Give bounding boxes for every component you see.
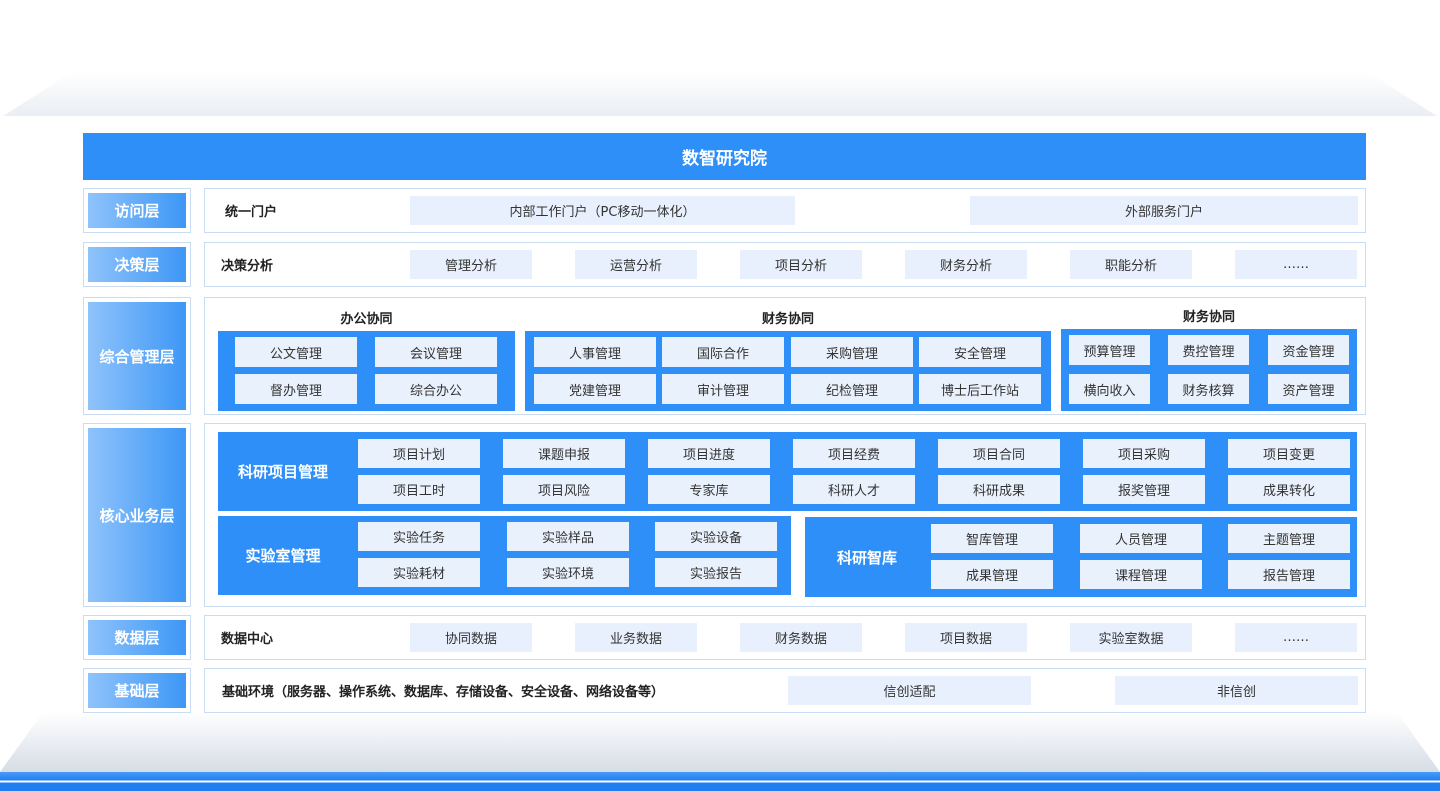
base-heading: 基础环境（服务器、操作系统、数据库、存储设备、安全设备、网络设备等）	[222, 685, 665, 700]
project-item: 科研人才	[793, 475, 915, 504]
project-item: 成果转化	[1228, 475, 1350, 504]
data-heading: 数据中心	[221, 632, 274, 647]
group-title-office: 办公协同	[340, 311, 393, 327]
project-item: 项目变更	[1228, 439, 1350, 468]
think-tank-item: 主题管理	[1228, 524, 1350, 553]
finance-item: 横向收入	[1069, 374, 1150, 404]
office-item: 综合办公	[375, 374, 497, 404]
think-tank-item: 人员管理	[1080, 524, 1202, 553]
core-layer-panel: 科研项目管理 项目计划 课题申报 项目进度 项目经费 项目合同 项目采购 项目变…	[204, 423, 1366, 607]
research-project-title: 科研项目管理	[237, 463, 328, 481]
lab-item: 实验耗材	[358, 558, 480, 587]
data-item: 实验室数据	[1070, 623, 1192, 652]
data-item: 项目数据	[905, 623, 1027, 652]
think-tank-item: 智库管理	[931, 524, 1053, 553]
office-item: 督办管理	[235, 374, 357, 404]
lab-item: 实验样品	[507, 522, 629, 551]
data-item: 财务数据	[740, 623, 862, 652]
think-tank-item: 成果管理	[931, 560, 1053, 589]
project-item: 报奖管理	[1083, 475, 1205, 504]
layer-label-access: 访问层	[83, 188, 191, 233]
decision-item: ……	[1235, 250, 1357, 279]
finance-item: 资金管理	[1268, 335, 1349, 365]
lab-item: 实验报告	[655, 558, 777, 587]
finance-collab-group-block: 人事管理 国际合作 采购管理 安全管理 党建管理 审计管理 纪检管理 博士后工作…	[525, 331, 1051, 411]
office-item: 会议管理	[375, 337, 497, 367]
access-item: 外部服务门户	[970, 196, 1358, 225]
access-item: 内部工作门户（PC移动一体化）	[410, 196, 795, 225]
data-item: 业务数据	[575, 623, 697, 652]
layer-label-text: 访问层	[88, 193, 186, 228]
layer-label-data: 数据层	[83, 615, 191, 660]
finance-collab-item: 人事管理	[534, 337, 656, 367]
data-item: ……	[1235, 623, 1357, 652]
finance-collab-item: 采购管理	[791, 337, 913, 367]
layer-label-base: 基础层	[83, 668, 191, 713]
access-layer-panel: 统一门户 内部工作门户（PC移动一体化） 外部服务门户	[204, 188, 1366, 233]
research-project-block: 科研项目管理 项目计划 课题申报 项目进度 项目经费 项目合同 项目采购 项目变…	[218, 432, 1357, 511]
management-layer-panel: 办公协同 公文管理 会议管理 督办管理 综合办公 财务协同 人事管理 国际合作 …	[204, 297, 1366, 415]
lab-item: 实验环境	[507, 558, 629, 587]
project-item: 项目合同	[938, 439, 1060, 468]
project-item: 项目经费	[793, 439, 915, 468]
office-group-block: 公文管理 会议管理 督办管理 综合办公	[218, 331, 515, 411]
decision-item: 职能分析	[1070, 250, 1192, 279]
decision-item: 管理分析	[410, 250, 532, 279]
diagram-title: 数智研究院	[83, 133, 1366, 180]
stage-top-edge	[0, 72, 1440, 118]
data-layer-panel: 数据中心 协同数据 业务数据 财务数据 项目数据 实验室数据 ……	[204, 615, 1366, 660]
layer-label-text: 核心业务层	[88, 428, 186, 602]
finance-group-block: 预算管理 费控管理 资金管理 横向收入 财务核算 资产管理	[1061, 329, 1357, 411]
project-item: 项目风险	[503, 475, 625, 504]
layer-label-management: 综合管理层	[83, 297, 191, 415]
finance-collab-item: 国际合作	[662, 337, 784, 367]
finance-collab-item: 纪检管理	[791, 374, 913, 404]
layer-label-text: 数据层	[88, 620, 186, 655]
finance-collab-item: 安全管理	[919, 337, 1041, 367]
project-item: 项目进度	[648, 439, 770, 468]
layer-label-core: 核心业务层	[83, 423, 191, 607]
decision-heading: 决策分析	[221, 259, 274, 274]
lab-management-title: 实验室管理	[245, 547, 321, 565]
lab-item: 实验任务	[358, 522, 480, 551]
project-item: 项目采购	[1083, 439, 1205, 468]
project-item: 专家库	[648, 475, 770, 504]
layer-label-text: 综合管理层	[88, 302, 186, 410]
data-item: 协同数据	[410, 623, 532, 652]
layer-label-text: 决策层	[88, 247, 186, 282]
project-item: 课题申报	[503, 439, 625, 468]
group-title-finance-collab: 财务协同	[761, 311, 814, 327]
stage-bottom-edge	[0, 712, 1440, 772]
lab-management-block: 实验室管理 实验任务 实验样品 实验设备 实验耗材 实验环境 实验报告	[218, 516, 791, 595]
finance-collab-item: 博士后工作站	[919, 374, 1041, 404]
project-item: 项目工时	[358, 475, 480, 504]
finance-item: 费控管理	[1168, 335, 1249, 365]
finance-item: 财务核算	[1168, 374, 1249, 404]
project-item: 项目计划	[358, 439, 480, 468]
finance-collab-item: 审计管理	[662, 374, 784, 404]
base-item: 非信创	[1115, 676, 1358, 705]
stage-base-bar	[0, 772, 1440, 791]
decision-layer-panel: 决策分析 管理分析 运营分析 项目分析 财务分析 职能分析 ……	[204, 242, 1366, 287]
group-title-finance: 财务协同	[1182, 309, 1235, 325]
base-item: 信创适配	[788, 676, 1031, 705]
decision-item: 项目分析	[740, 250, 862, 279]
finance-collab-item: 党建管理	[534, 374, 656, 404]
project-item: 科研成果	[938, 475, 1060, 504]
access-heading: 统一门户	[225, 205, 278, 220]
decision-item: 运营分析	[575, 250, 697, 279]
office-item: 公文管理	[235, 337, 357, 367]
think-tank-title: 科研智库	[836, 548, 897, 567]
layer-label-text: 基础层	[88, 673, 186, 708]
think-tank-item: 报告管理	[1228, 560, 1350, 589]
finance-item: 资产管理	[1268, 374, 1349, 404]
layer-label-decision: 决策层	[83, 242, 191, 287]
decision-item: 财务分析	[905, 250, 1027, 279]
think-tank-item: 课程管理	[1080, 560, 1202, 589]
base-layer-panel: 基础环境（服务器、操作系统、数据库、存储设备、安全设备、网络设备等） 信创适配 …	[204, 668, 1366, 713]
think-tank-block: 科研智库 智库管理 人员管理 主题管理 成果管理 课程管理 报告管理	[805, 517, 1357, 597]
finance-item: 预算管理	[1069, 335, 1150, 365]
lab-item: 实验设备	[655, 522, 777, 551]
